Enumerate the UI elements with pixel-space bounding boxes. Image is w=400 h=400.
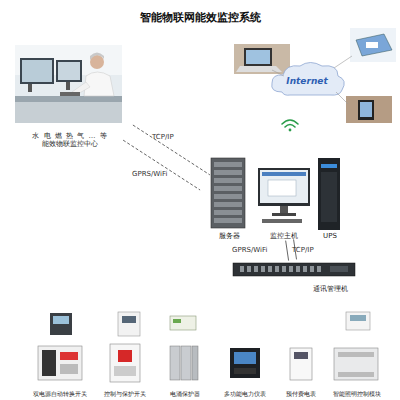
device-node: 电涌保护器: [156, 340, 214, 398]
connector-line: [123, 140, 200, 190]
node-label: 通讯管理机: [313, 285, 348, 293]
connector-line: [286, 241, 289, 261]
diagram-title: 智能物联网能效监控系统: [0, 10, 400, 25]
device-node: 水 电 燃 热 气 … 等能效物联监控中心: [12, 42, 128, 148]
cloud-shape: [272, 63, 345, 96]
node-label: 智能照明控制模块: [333, 391, 381, 398]
node-label: 预付费电表: [286, 391, 316, 398]
server-rack: [211, 158, 245, 228]
device-node: 多功能电力仪表: [216, 340, 274, 398]
field-devices-top: [50, 312, 370, 336]
node-label: 多功能电力仪表: [224, 391, 266, 398]
field-devices-bottom: [38, 344, 378, 382]
node-label: 能效物联监控中心: [42, 140, 98, 148]
remote-terminals: [234, 28, 396, 123]
device-node: 通讯管理机: [230, 260, 360, 293]
node-label: 控制与保护开关: [104, 391, 146, 398]
device-node: 预付费电表: [276, 340, 326, 398]
device-node: 控制与保护开关: [96, 340, 154, 398]
edge-label: GPRS/WiFi: [232, 246, 268, 254]
device-node: 双电源自动转换开关: [31, 340, 89, 398]
node-label: UPS: [323, 232, 337, 240]
connector-line: [133, 125, 210, 175]
device-node: 智能照明控制模块: [328, 340, 386, 398]
device-node: 监控主机: [255, 164, 313, 240]
workstation-monitor: [258, 168, 310, 223]
edge-label: GPRS/WiFi: [132, 170, 168, 178]
leader-lines: [272, 56, 352, 104]
node-label: 双电源自动转换开关: [33, 391, 87, 398]
wifi-symbol: [282, 120, 298, 131]
network-switch: [233, 263, 355, 276]
device-node: Internet: [272, 68, 342, 94]
device-node: UPS: [316, 156, 344, 240]
edge-label: TCP/IP: [292, 246, 314, 254]
node-label: 电涌保护器: [170, 391, 200, 398]
device-node: 服务器: [205, 156, 253, 240]
ups-cabinet: [318, 158, 340, 230]
edge-label: TCP/IP: [152, 133, 174, 141]
node-label: 水 电 燃 热 气 … 等: [32, 132, 107, 140]
node-label: 服务器: [219, 232, 240, 240]
node-label: 监控主机: [270, 232, 298, 240]
control-room-photo: [15, 45, 122, 123]
node-label: Internet: [286, 76, 327, 86]
